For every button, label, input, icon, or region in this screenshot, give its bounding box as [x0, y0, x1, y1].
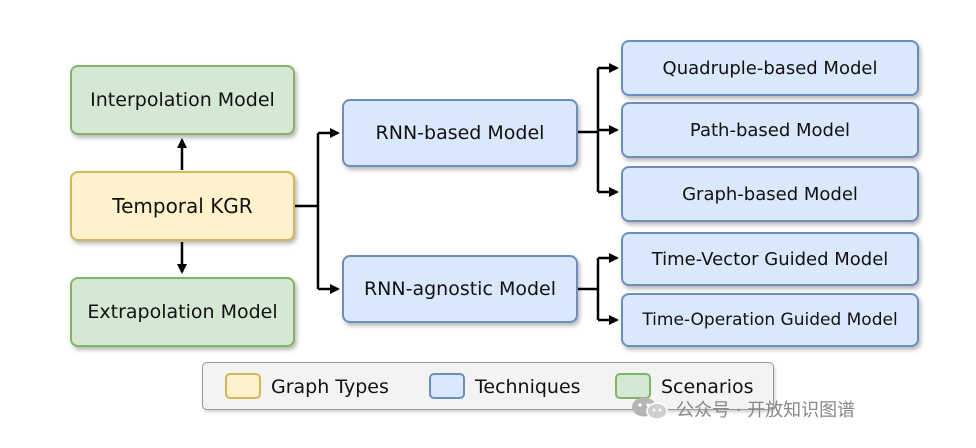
node-path-label: Path-based Model [689, 119, 851, 141]
edge-rnn-agnostic-trunk [578, 258, 600, 320]
node-extrapolation-model: Extrapolation Model [70, 277, 295, 347]
node-time-operation-guided-model: Time-Operation Guided Model [621, 293, 919, 347]
legend-swatch-techniques [429, 373, 465, 399]
legend-label-techniques: Techniques [475, 376, 581, 398]
node-temporal-kgr-label: Temporal KGR [112, 194, 253, 218]
node-time-vector-guided-model: Time-Vector Guided Model [621, 232, 919, 286]
node-rnn-based-label: RNN-based Model [375, 122, 545, 144]
edge-kgr-trunk [295, 133, 320, 289]
legend-swatch-scenarios [615, 373, 651, 399]
node-path-based-model: Path-based Model [621, 102, 919, 158]
watermark-text: 公众号 · 开放知识图谱 [676, 400, 856, 421]
watermark: 公众号 · 开放知识图谱 [630, 392, 855, 426]
wechat-icon [632, 397, 668, 420]
node-graph-label: Graph-based Model [682, 183, 858, 205]
legend: Graph Types Techniques Scenarios [202, 362, 774, 410]
node-rnn-agnostic-model: RNN-agnostic Model [342, 255, 578, 323]
legend-label-graph-types: Graph Types [271, 376, 389, 398]
legend-label-scenarios: Scenarios [661, 376, 754, 398]
node-time-operation-label: Time-Operation Guided Model [642, 310, 898, 330]
node-rnn-agnostic-label: RNN-agnostic Model [363, 278, 556, 300]
node-rnn-based-model: RNN-based Model [342, 99, 578, 167]
node-quadruple-label: Quadruple-based Model [662, 57, 878, 79]
node-time-vector-label: Time-Vector Guided Model [651, 248, 889, 270]
edge-rnn-based-trunk [578, 68, 600, 192]
node-temporal-kgr: Temporal KGR [70, 171, 295, 241]
node-interpolation-label: Interpolation Model [90, 89, 275, 111]
node-quadruple-based-model: Quadruple-based Model [621, 40, 919, 96]
legend-swatch-graph-types [225, 373, 261, 399]
node-graph-based-model: Graph-based Model [621, 166, 919, 222]
node-interpolation-model: Interpolation Model [70, 65, 295, 135]
node-extrapolation-label: Extrapolation Model [87, 301, 278, 323]
